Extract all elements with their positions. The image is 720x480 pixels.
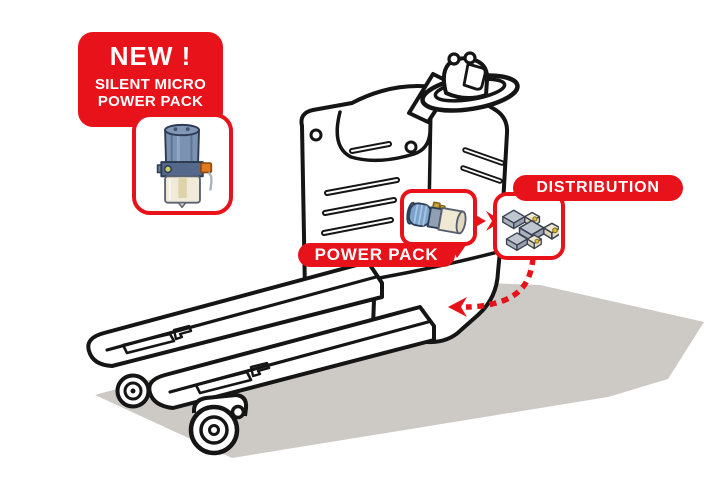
dashed-arrow-head: [448, 297, 467, 317]
distribution-label: DISTRIBUTION: [513, 175, 683, 201]
fork-rear: [86, 260, 384, 368]
distribution-box: [493, 192, 565, 260]
body-vents: [321, 141, 505, 236]
power-pack-label-text: POWER PACK: [314, 245, 439, 264]
new-badge: NEW ! SILENT MICRO POWER PACK: [78, 32, 223, 127]
tiller-handle: [407, 51, 520, 124]
new-badge-line2: POWER PACK: [97, 93, 204, 111]
new-badge-line1: SILENT MICRO: [94, 76, 207, 93]
fork-front: [147, 305, 436, 410]
front-caster-wheel: [188, 393, 249, 456]
ground-shadow: [95, 283, 704, 458]
new-badge-title: NEW !: [109, 41, 192, 71]
dashed-arrow-curve: [465, 257, 536, 310]
micro-power-pack-icon: [156, 123, 213, 208]
distribution-valves-icon: [502, 209, 559, 251]
power-pack-label: POWER PACK: [298, 243, 455, 267]
power-pack-box: [400, 189, 477, 246]
distribution-label-text: DISTRIBUTION: [536, 179, 660, 196]
micro-power-pack-box: [132, 113, 233, 215]
power-pack-icon: [406, 201, 467, 234]
rear-load-wheel: [115, 373, 151, 409]
